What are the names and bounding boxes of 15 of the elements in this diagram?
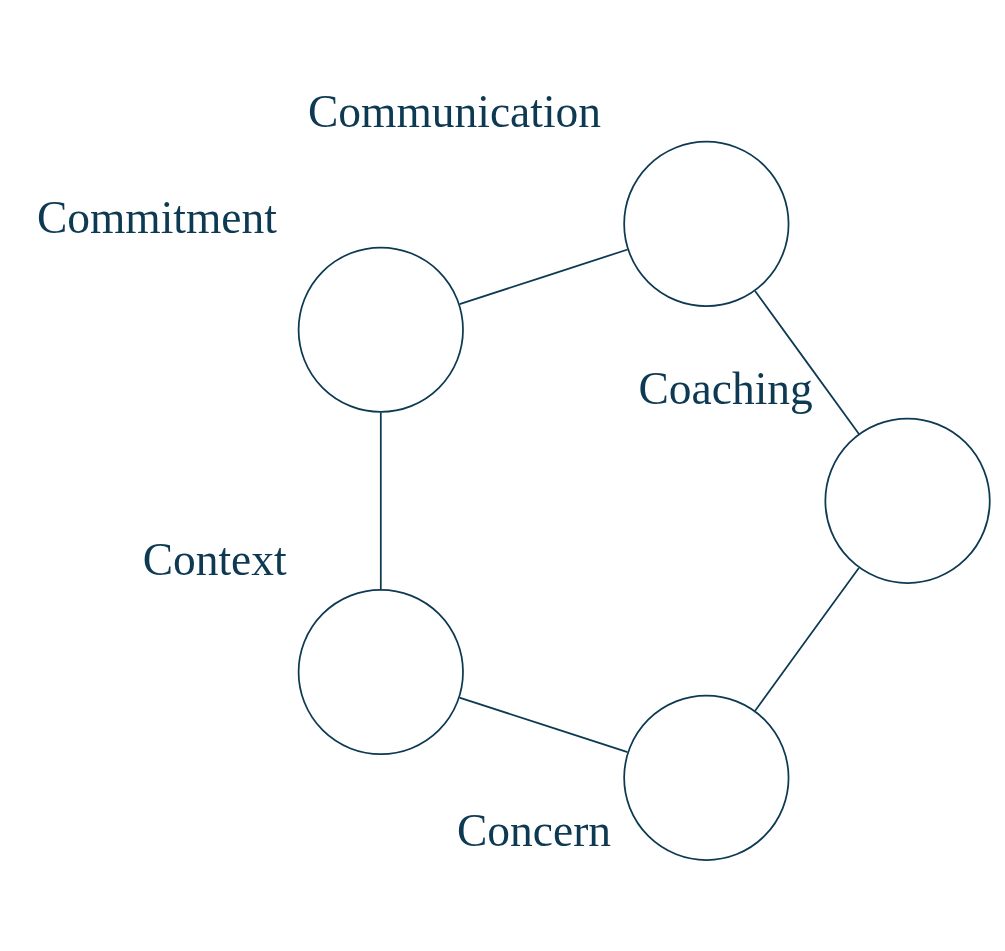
connector: [458, 696, 629, 754]
connector: [754, 567, 860, 712]
node-circle: [297, 246, 464, 413]
node-circle: [297, 588, 464, 756]
node-label: Context: [142, 534, 287, 586]
node-circle: [824, 417, 991, 584]
node-label: Commitment: [36, 192, 277, 244]
connector: [754, 290, 860, 435]
node-label: Coaching: [638, 363, 813, 415]
connector: [458, 248, 629, 305]
node-label: Concern: [457, 804, 612, 856]
node-label: Communication: [307, 86, 601, 138]
node-circle: [623, 694, 790, 861]
connector: [379, 411, 382, 591]
node-circle: [623, 140, 790, 307]
